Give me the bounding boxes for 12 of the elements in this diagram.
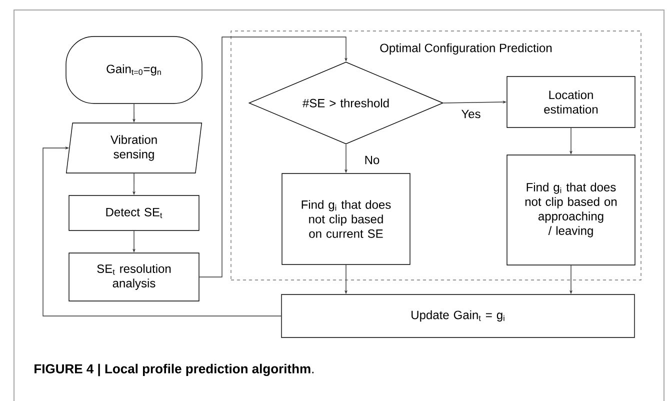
edge-label: No (363, 154, 381, 166)
process-box: Find g$_{i}$ that does not clip based on approaching / leaving (506, 154, 636, 266)
terminal-box: Gain$_{t=0}$=g$_{n}$ (66, 36, 202, 104)
process-box: Find g$_{i}$ that does not clip based on current SE (282, 173, 410, 265)
edge-label: Yes (460, 108, 482, 120)
process-box: Update Gain$_{t}$ = g$_{i}$ (281, 294, 635, 338)
caption: FIGURE 4 | Local profile prediction algorithm. (34, 364, 314, 376)
process-box: SE$_{t}$ resolution analysis (68, 252, 200, 302)
arrow (199, 36, 348, 278)
process-box: Detect SE$_{t}$ (68, 195, 200, 231)
arrow (42, 146, 282, 316)
process-box: Location estimation (506, 76, 636, 128)
